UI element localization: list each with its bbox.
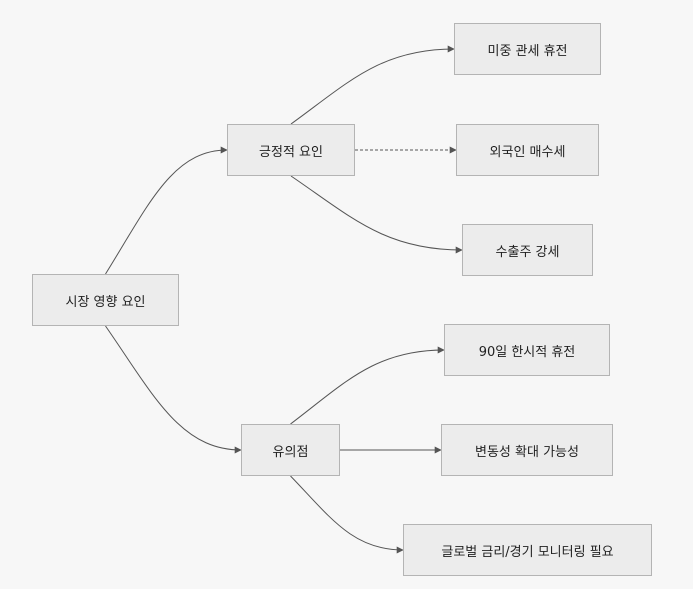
edge-root-to-caution: [105, 325, 242, 454]
edge-root-to-positive: [105, 146, 228, 275]
caution-node: 유의점: [241, 424, 340, 476]
foreign-buying-node: 외국인 매수세: [456, 124, 599, 176]
edge-positive-to-p3: [290, 175, 463, 254]
volatility-risk-node: 변동성 확대 가능성: [441, 424, 613, 476]
edge-caution-to-c3: [290, 475, 404, 554]
global-monitoring-node: 글로벌 금리/경기 모니터링 필요: [403, 524, 652, 576]
root-node: 시장 영향 요인: [32, 274, 179, 326]
edge-positive-to-p1: [290, 45, 455, 125]
edge-caution-to-c1: [290, 346, 445, 425]
positive-factors-node: 긍정적 요인: [227, 124, 355, 176]
export-stocks-strength-node: 수출주 강세: [462, 224, 593, 276]
us-china-tariff-truce-node: 미중 관세 휴전: [454, 23, 601, 75]
temporary-truce-node: 90일 한시적 휴전: [444, 324, 610, 376]
